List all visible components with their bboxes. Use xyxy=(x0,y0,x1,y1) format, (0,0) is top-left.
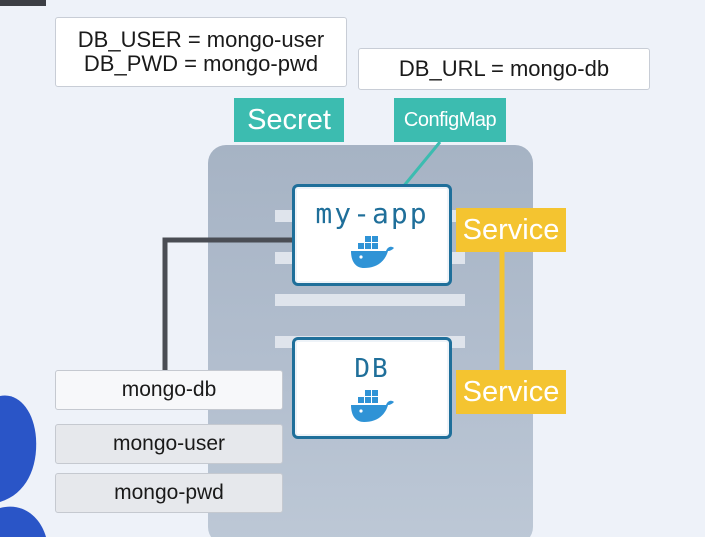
app-to-list-connector xyxy=(162,237,293,372)
configmap-value-box: DB_URL = mongo-db xyxy=(358,48,650,90)
secret-value-user: DB_USER = mongo-user xyxy=(77,26,325,52)
secret-values-box: DB_USER = mongo-user DB_PWD = mongo-pwd xyxy=(55,17,347,87)
list-item-mongo-user: mongo-user xyxy=(55,424,283,464)
corner-fragment xyxy=(0,0,46,6)
pod-db-title: DB xyxy=(354,354,390,384)
service-label-app-text: Service xyxy=(462,213,560,246)
pod-my-app-title: my-app xyxy=(315,197,429,230)
list-item-text: mongo-user xyxy=(112,432,226,455)
server-stripe xyxy=(275,294,465,306)
pod-db[interactable]: DB xyxy=(292,337,452,439)
service-label-db-text: Service xyxy=(462,375,560,408)
secret-label: Secret xyxy=(234,98,344,142)
service-label-app: Service xyxy=(456,208,566,252)
docker-whale-icon xyxy=(351,236,394,268)
configmap-label-text: ConfigMap xyxy=(403,108,497,131)
pod-my-app[interactable]: my-app xyxy=(292,184,452,286)
list-item-mongo-db: mongo-db xyxy=(55,370,283,410)
configmap-value: DB_URL = mongo-db xyxy=(398,55,610,81)
list-item-mongo-pwd: mongo-pwd xyxy=(55,473,283,513)
list-item-text: mongo-db xyxy=(121,378,217,401)
docker-whale-icon xyxy=(351,390,394,422)
person-head xyxy=(0,395,37,502)
list-item-text: mongo-pwd xyxy=(114,481,224,504)
secret-label-text: Secret xyxy=(247,103,331,136)
secret-value-pwd: DB_PWD = mongo-pwd xyxy=(83,51,319,76)
configmap-label: ConfigMap xyxy=(394,98,506,142)
person-figure xyxy=(0,395,46,537)
person-shoulder xyxy=(0,506,46,537)
service-label-db: Service xyxy=(456,370,566,414)
